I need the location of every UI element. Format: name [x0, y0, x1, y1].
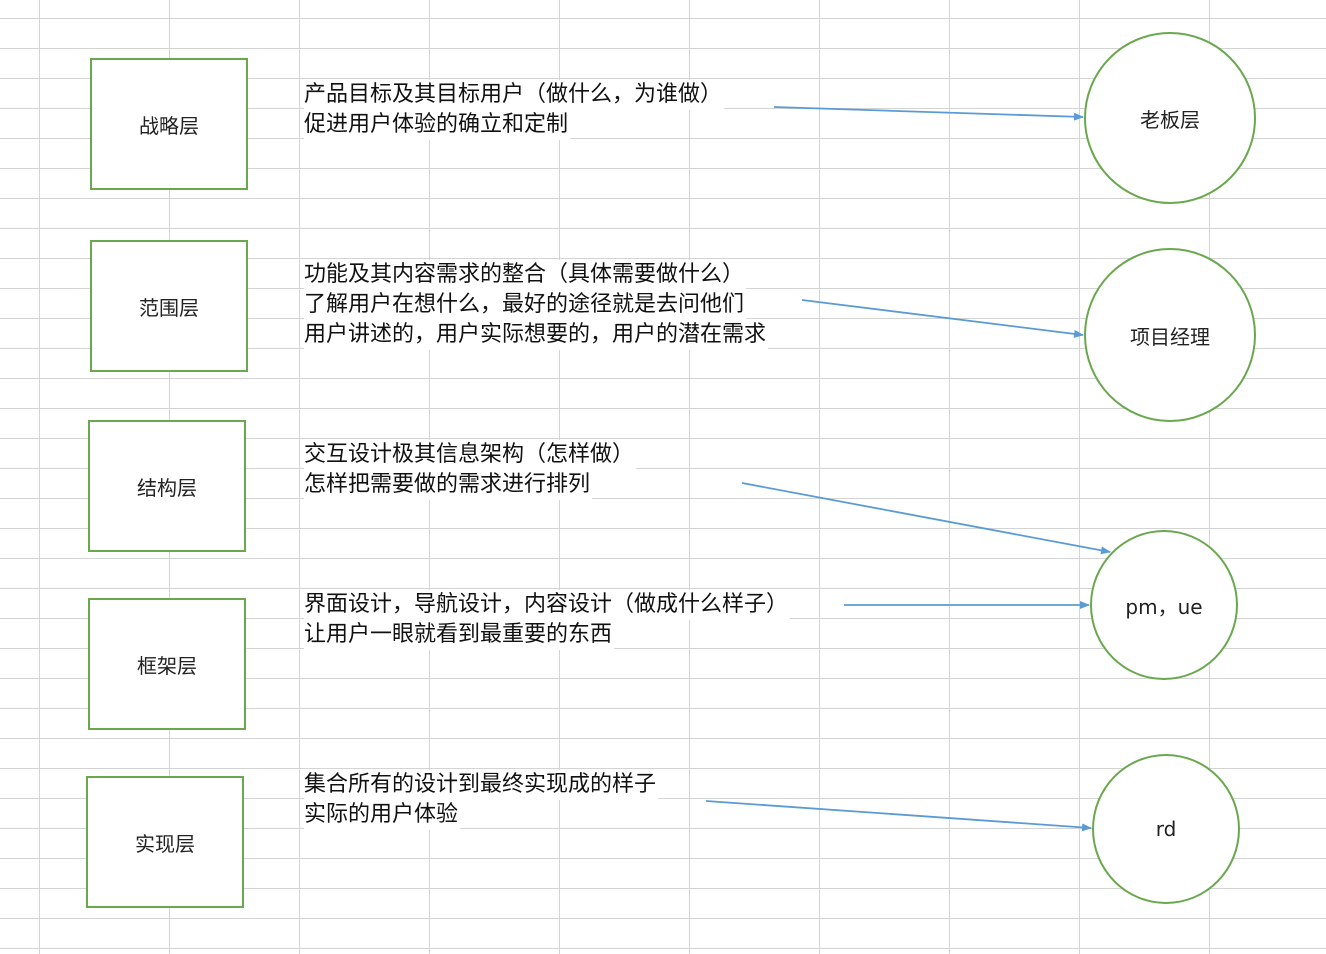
description-scope: 功能及其内容需求的整合（具体需要做什么） 了解用户在想什么，最好的途径就是去问他…	[304, 260, 769, 350]
layer-label-scope: 范围层	[139, 295, 199, 320]
arrow-scope-to-project-manager	[801, 299, 1084, 338]
layer-box-skeleton: 框架层	[88, 598, 246, 730]
description-line: 让用户一眼就看到最重要的东西	[304, 620, 615, 650]
role-label-boss: 老板层	[1140, 107, 1200, 132]
layer-box-scope: 范围层	[90, 240, 248, 372]
layer-box-strategy: 战略层	[90, 58, 248, 190]
description-line: 用户讲述的，用户实际想要的，用户的潜在需求	[304, 320, 769, 350]
role-circle-boss: 老板层	[1084, 32, 1256, 204]
description-line: 促进用户体验的确立和定制	[304, 110, 571, 140]
description-skeleton: 界面设计，导航设计，内容设计（做成什么样子） 让用户一眼就看到最重要的东西	[304, 590, 791, 650]
role-label-pm-ue: pm，ue	[1125, 594, 1203, 619]
description-line: 集合所有的设计到最终实现成的样子	[304, 770, 659, 800]
description-line: 了解用户在想什么，最好的途径就是去问他们	[304, 290, 747, 320]
role-label-rd: rd	[1155, 817, 1177, 841]
arrow-strategy-to-boss	[773, 106, 1084, 121]
description-line: 功能及其内容需求的整合（具体需要做什么）	[304, 260, 747, 290]
description-line: 产品目标及其目标用户（做什么，为谁做）	[304, 80, 725, 110]
role-label-project-manager: 项目经理	[1130, 324, 1210, 349]
layer-box-surface: 实现层	[86, 776, 244, 908]
layer-label-strategy: 战略层	[139, 113, 199, 138]
arrow-structure-to-pm-ue	[741, 482, 1111, 555]
layer-label-skeleton: 框架层	[137, 653, 197, 678]
description-line: 交互设计极其信息架构（怎样做）	[304, 440, 637, 470]
layer-label-surface: 实现层	[135, 831, 195, 856]
description-line: 界面设计，导航设计，内容设计（做成什么样子）	[304, 590, 791, 620]
description-line: 实际的用户体验	[304, 800, 461, 830]
description-line: 怎样把需要做的需求进行排列	[304, 470, 593, 500]
role-circle-project-manager: 项目经理	[1084, 248, 1256, 422]
layer-box-structure: 结构层	[88, 420, 246, 552]
description-surface: 集合所有的设计到最终实现成的样子 实际的用户体验	[304, 770, 659, 830]
role-circle-pm-ue: pm，ue	[1090, 530, 1238, 680]
description-strategy: 产品目标及其目标用户（做什么，为谁做） 促进用户体验的确立和定制	[304, 80, 725, 140]
arrow-surface-to-rd	[705, 800, 1092, 832]
description-structure: 交互设计极其信息架构（怎样做） 怎样把需要做的需求进行排列	[304, 440, 637, 500]
role-circle-rd: rd	[1092, 754, 1240, 904]
layer-label-structure: 结构层	[137, 475, 197, 500]
